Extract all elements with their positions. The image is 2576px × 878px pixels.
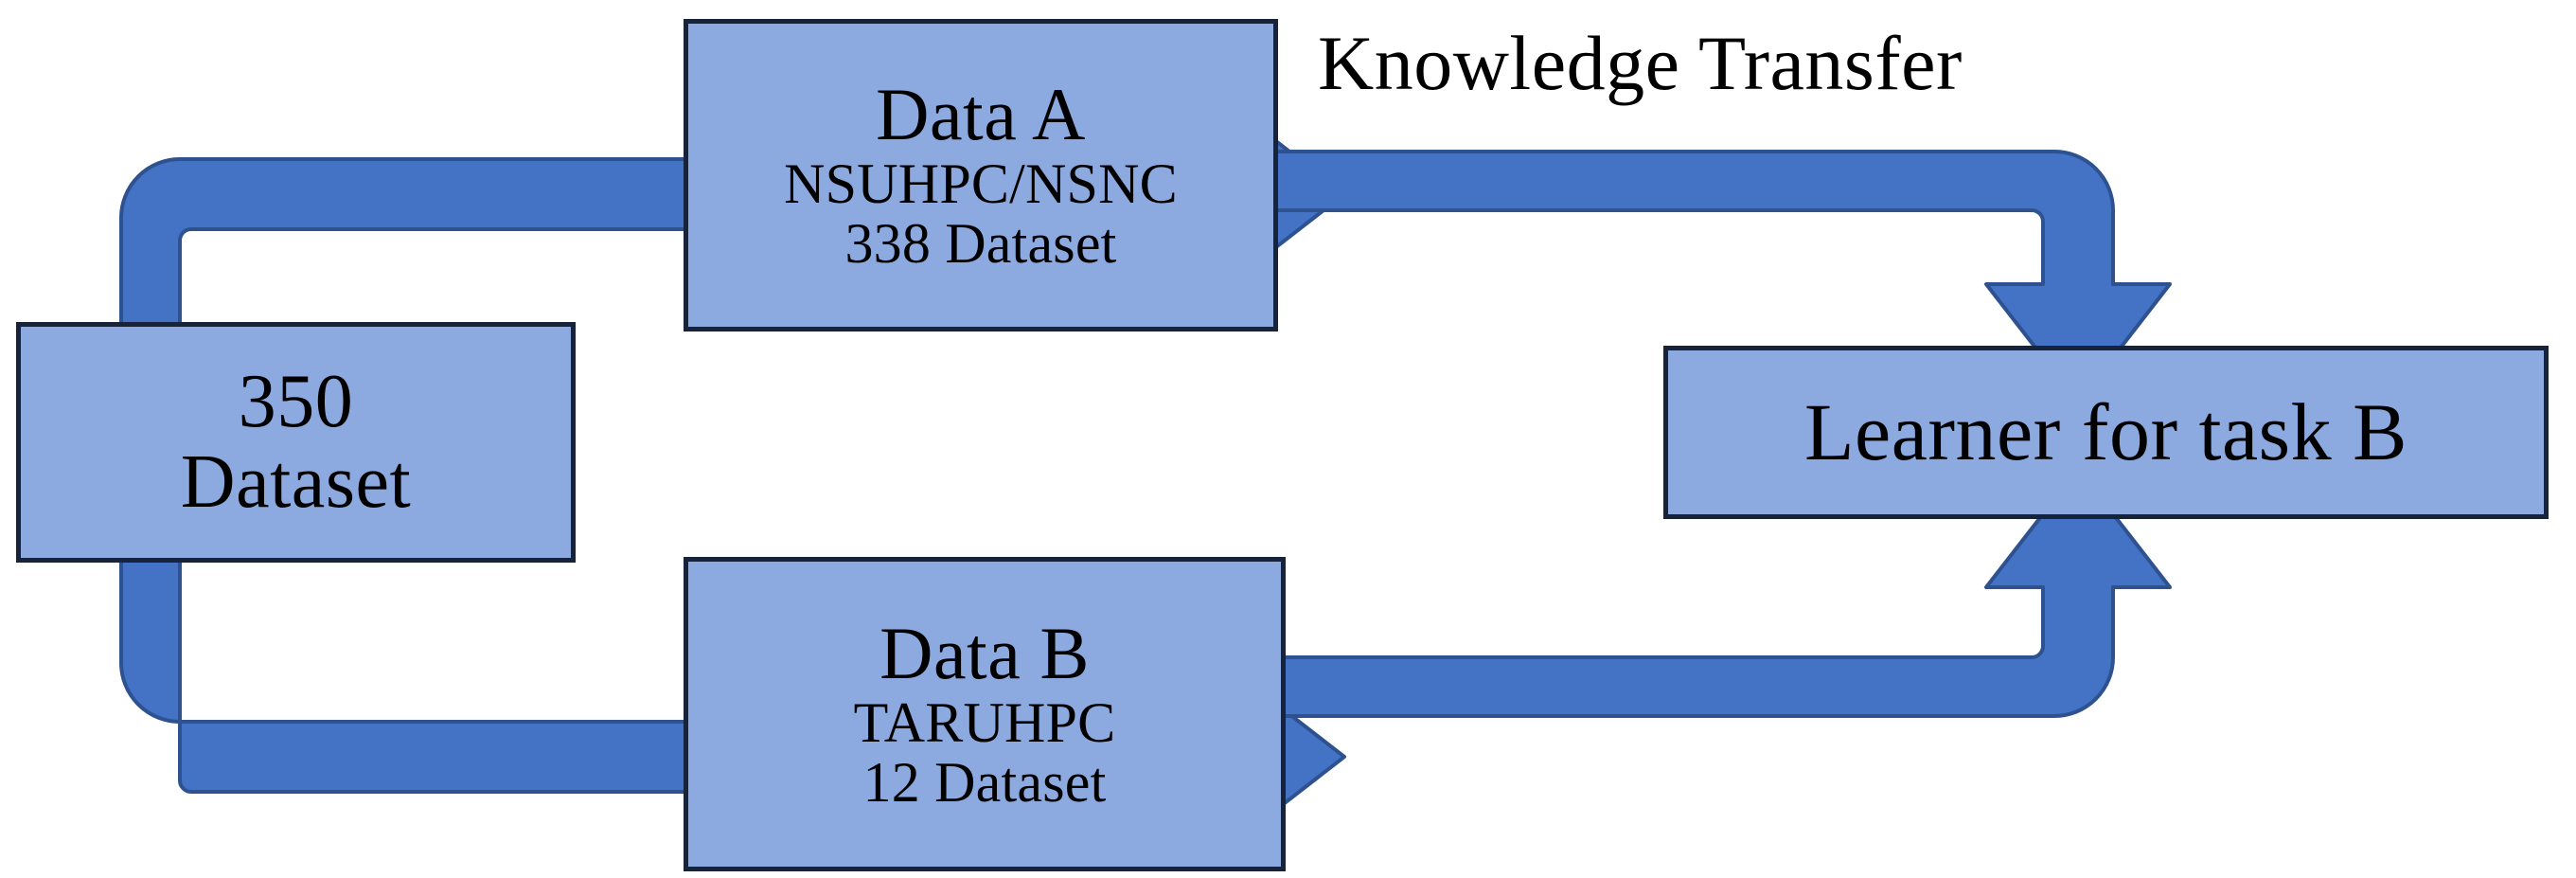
data-b-box[interactable]: Data B TARUHPC 12 Dataset (684, 557, 1286, 871)
knowledge-transfer-label: Knowledge Transfer (1318, 20, 1963, 106)
data-a-subtitle: NSUHPC/NSNC (784, 152, 1178, 215)
learner-title: Learner for task B (1804, 385, 2407, 477)
source-dataset-box[interactable]: 350 Dataset (16, 322, 576, 563)
data-b-title: Data B (879, 612, 1090, 695)
data-a-count: 338 Dataset (844, 212, 1117, 276)
data-b-count: 12 Dataset (862, 751, 1107, 815)
data-b-subtitle: TARUHPC (853, 690, 1116, 754)
data-a-box[interactable]: Data A NSUHPC/NSNC 338 Dataset (684, 19, 1278, 331)
source-dataset-label: Dataset (180, 440, 412, 524)
source-count-label: 350 (238, 360, 354, 444)
learner-box[interactable]: Learner for task B (1663, 346, 2549, 519)
data-a-title: Data A (876, 73, 1086, 156)
